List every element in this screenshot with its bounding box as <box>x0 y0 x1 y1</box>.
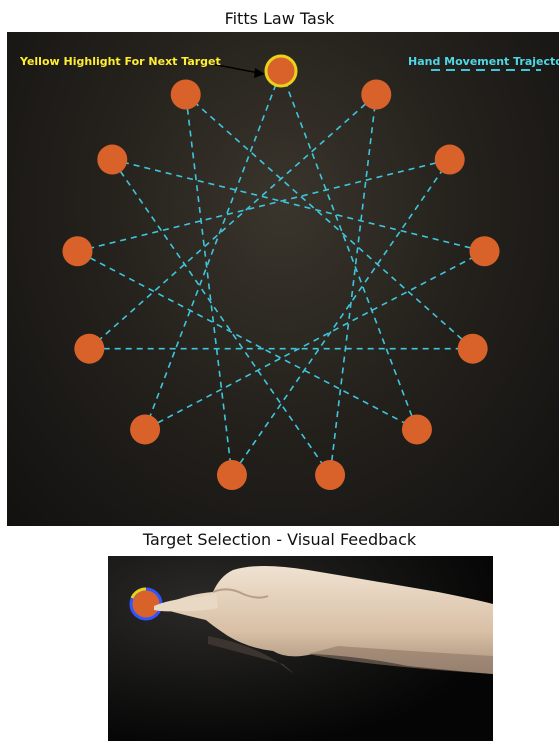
targets-layer <box>62 54 500 491</box>
target-circle <box>62 236 93 267</box>
trajectory-layer <box>77 70 485 476</box>
trajectory-legend-label: Hand Movement Trajectory <box>408 55 559 68</box>
index-finger <box>154 594 218 612</box>
target-circle <box>401 414 432 445</box>
target-circle <box>315 460 346 491</box>
fitts-task-canvas <box>62 54 541 491</box>
next-target-annotation: Yellow Highlight For Next Target <box>20 55 221 68</box>
knuckles <box>212 588 269 599</box>
trajectory-segment <box>231 159 451 476</box>
target-circle <box>74 333 105 364</box>
annotation-arrow <box>211 63 260 74</box>
target-circle <box>170 79 201 110</box>
trajectory-segment <box>88 93 377 350</box>
target-circle <box>130 414 161 445</box>
trajectory-segment <box>112 158 485 253</box>
trajectory-segment <box>77 158 450 253</box>
annotation-arrowhead <box>254 68 265 78</box>
arm-shadow <box>208 636 293 674</box>
selection-highlight-arc <box>130 587 147 599</box>
arm <box>166 566 493 674</box>
trajectory-segment <box>77 250 418 431</box>
target-circle <box>434 144 465 175</box>
target-circle <box>97 144 128 175</box>
trajectory-segment <box>144 250 485 431</box>
bottom-figure-title: Target Selection - Visual Feedback <box>142 530 417 549</box>
trajectory-segment <box>329 94 378 476</box>
target-circle <box>469 236 500 267</box>
hand-scene <box>108 556 493 741</box>
forearm-shading <box>308 646 493 674</box>
target-circle <box>361 79 392 110</box>
target-circle <box>457 333 488 364</box>
target-circle <box>216 460 247 491</box>
trajectory-segment <box>184 94 233 476</box>
next-target-highlighted <box>264 54 298 88</box>
trajectory-segment <box>144 70 282 430</box>
trajectory-segment <box>111 159 331 476</box>
trajectory-segment <box>185 93 474 350</box>
trajectory-segment <box>280 70 418 430</box>
top-figure-title: Fitts Law Task <box>224 9 335 28</box>
selection-feedback-photo <box>108 556 493 741</box>
fitts-task-panel: Yellow Highlight For Next Target Hand Mo… <box>7 32 559 526</box>
